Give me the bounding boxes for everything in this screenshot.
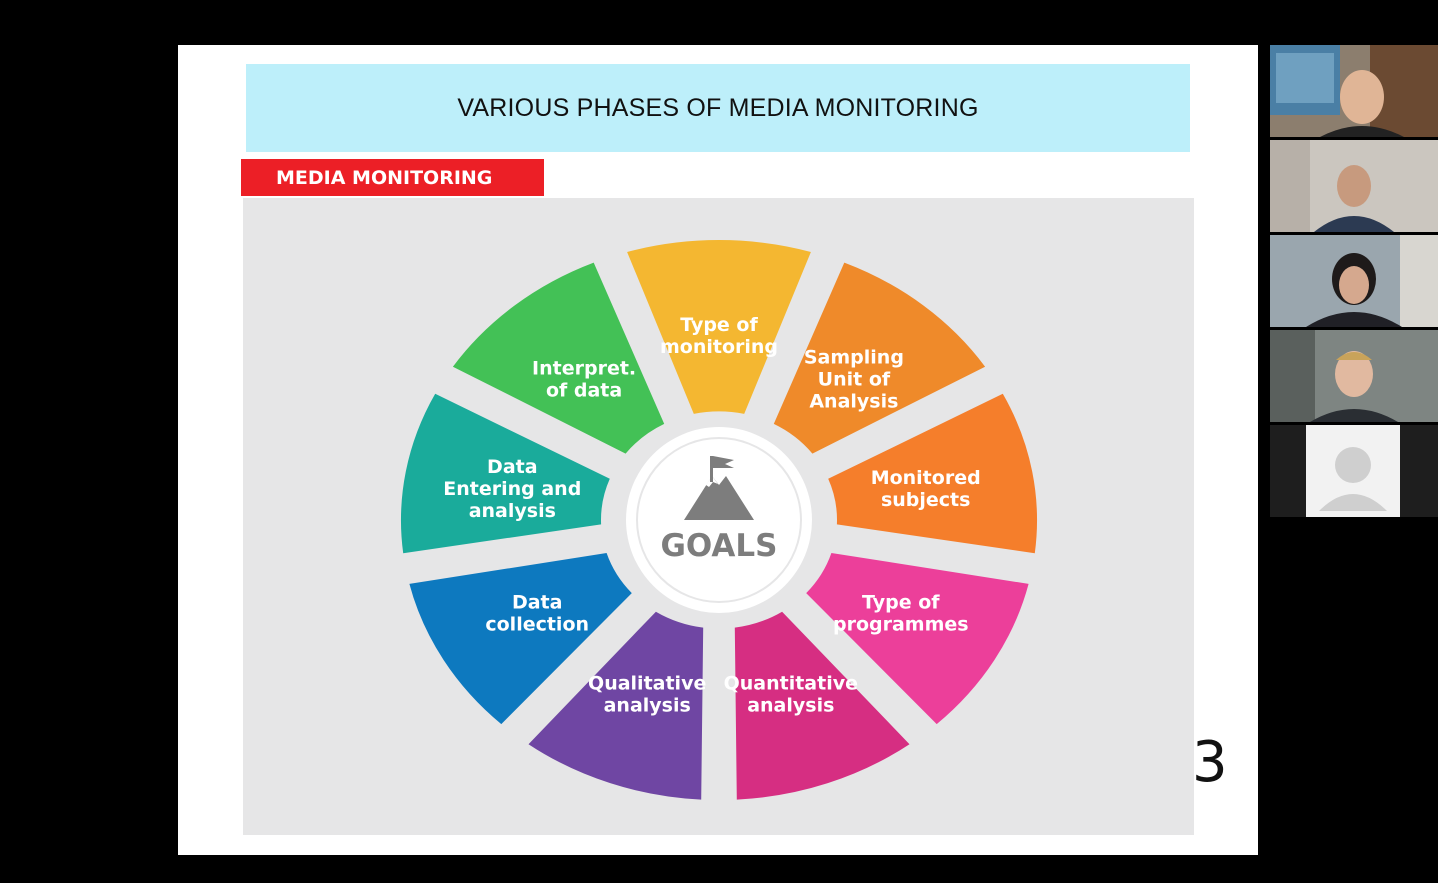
participant-video-4 <box>1270 330 1438 422</box>
goals-hub: GOALS <box>626 427 812 613</box>
participant-video-3 <box>1270 235 1438 327</box>
wheel-segment-1 <box>627 240 811 414</box>
wheel-segment-2 <box>773 262 986 454</box>
participant-tile-5[interactable] <box>1270 425 1438 517</box>
avatar-placeholder-icon <box>1319 447 1387 511</box>
wheel-segment-4 <box>806 553 1029 725</box>
wheel-segment-7 <box>409 553 632 725</box>
participant-video-2 <box>1270 140 1438 232</box>
section-tag-label: MEDIA MONITORING <box>276 166 493 189</box>
wheel-segment-9 <box>452 262 665 454</box>
participant-tile-1[interactable] <box>1270 45 1438 137</box>
slide-title: VARIOUS PHASES OF MEDIA MONITORING <box>457 93 979 122</box>
presentation-slide: VARIOUS PHASES OF MEDIA MONITORING MEDIA… <box>178 45 1258 855</box>
participant-video-1 <box>1270 45 1438 137</box>
wheel-segment-5 <box>734 611 910 800</box>
participant-tile-3[interactable] <box>1270 235 1438 327</box>
wheel-segment-3 <box>828 393 1038 554</box>
participant-gallery <box>1270 45 1438 517</box>
wheel-segment-6 <box>528 611 704 800</box>
wheel-segment-label-9: Interpret.of data <box>532 357 636 401</box>
wheel-segment-8 <box>400 393 610 554</box>
section-tag: MEDIA MONITORING <box>241 159 544 196</box>
participant-tile-4[interactable] <box>1270 330 1438 422</box>
mountain-flag-icon <box>684 456 754 520</box>
goals-label: GOALS <box>660 528 777 564</box>
participant-video-5 <box>1270 425 1438 517</box>
participant-tile-2[interactable] <box>1270 140 1438 232</box>
edge-glyph: 3 <box>1192 735 1228 791</box>
title-banner: VARIOUS PHASES OF MEDIA MONITORING <box>246 64 1190 152</box>
